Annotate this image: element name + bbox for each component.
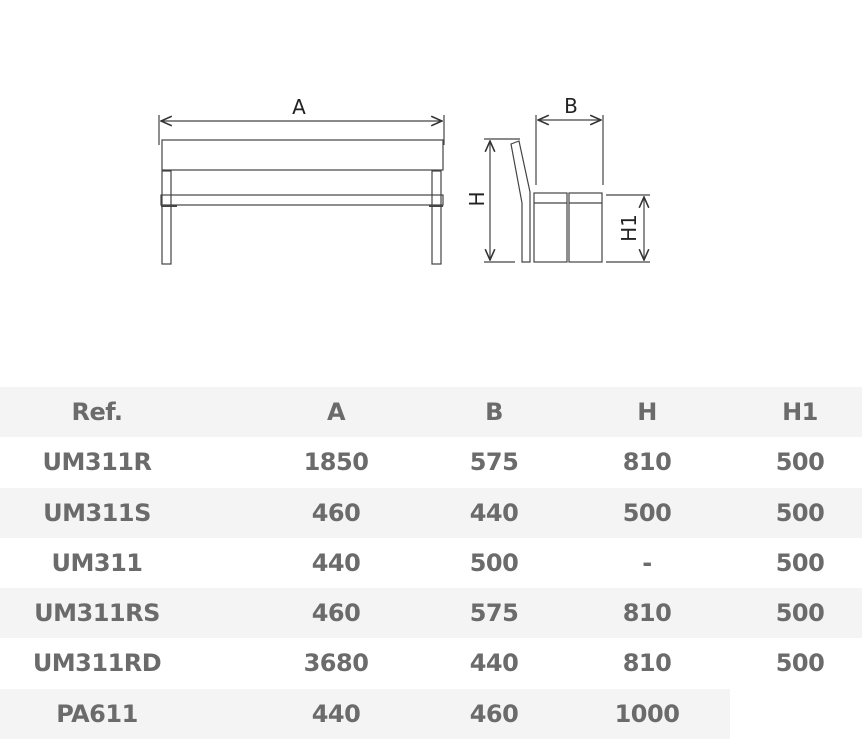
cell-h1: 500 [775,448,825,477]
cell-h1: 500 [775,548,825,577]
bench-dimension-drawing: A B H H1 [158,94,650,265]
cell-ref: UM311 [51,548,143,577]
cell-a: 460 [311,599,361,628]
label-b: B [564,94,578,118]
header-ref: Ref. [71,398,123,426]
cell-h: 500 [622,498,672,527]
cell-h: 810 [622,448,672,477]
cell-h1: 500 [775,599,825,628]
cell-h: 810 [622,649,672,678]
cell-b: 575 [469,599,519,628]
header-b: B [485,398,503,426]
side-view [484,115,650,263]
cell-b: 440 [469,498,519,527]
table-row: PA611 440 460 1000 [0,688,730,740]
table-row: UM311RD 3680 440 810 500 [0,638,862,688]
cell-b: 575 [469,448,519,477]
table-row: UM311R 1850 575 810 500 [0,437,862,487]
cell-a: 460 [311,498,361,527]
cell-a: 3680 [303,649,369,678]
cell-h1: 500 [775,498,825,527]
label-h1: H1 [617,214,641,242]
cell-a: 440 [311,699,361,728]
label-h: H [465,191,489,206]
table-row: UM311RS 460 575 810 500 [0,588,862,639]
front-view [158,115,445,265]
cell-ref: UM311R [42,448,152,477]
cell-a: 440 [311,548,361,577]
cell-h: 1000 [614,699,680,728]
cell-ref: UM311S [43,498,151,527]
table-header-row: Ref. A B H H1 [0,387,862,438]
cell-h: - [642,548,652,577]
cell-h1: 500 [775,649,825,678]
cell-b: 500 [469,548,519,577]
header-h: H [637,398,657,426]
dimensions-table: Ref. A B H H1 UM311R 1850 575 810 500 UM… [0,387,862,740]
cell-h: 810 [622,599,672,628]
cell-ref: UM311RS [34,599,160,628]
cell-ref: PA611 [56,699,138,728]
label-a: A [292,95,306,119]
table-row: UM311S 460 440 500 500 [0,487,862,538]
table-row: UM311 440 500 - 500 [0,538,862,588]
header-h1: H1 [782,398,818,426]
cell-b: 460 [469,699,519,728]
header-a: A [326,398,346,426]
cell-b: 440 [469,649,519,678]
cell-ref: UM311RD [32,649,162,678]
cell-a: 1850 [303,448,369,477]
